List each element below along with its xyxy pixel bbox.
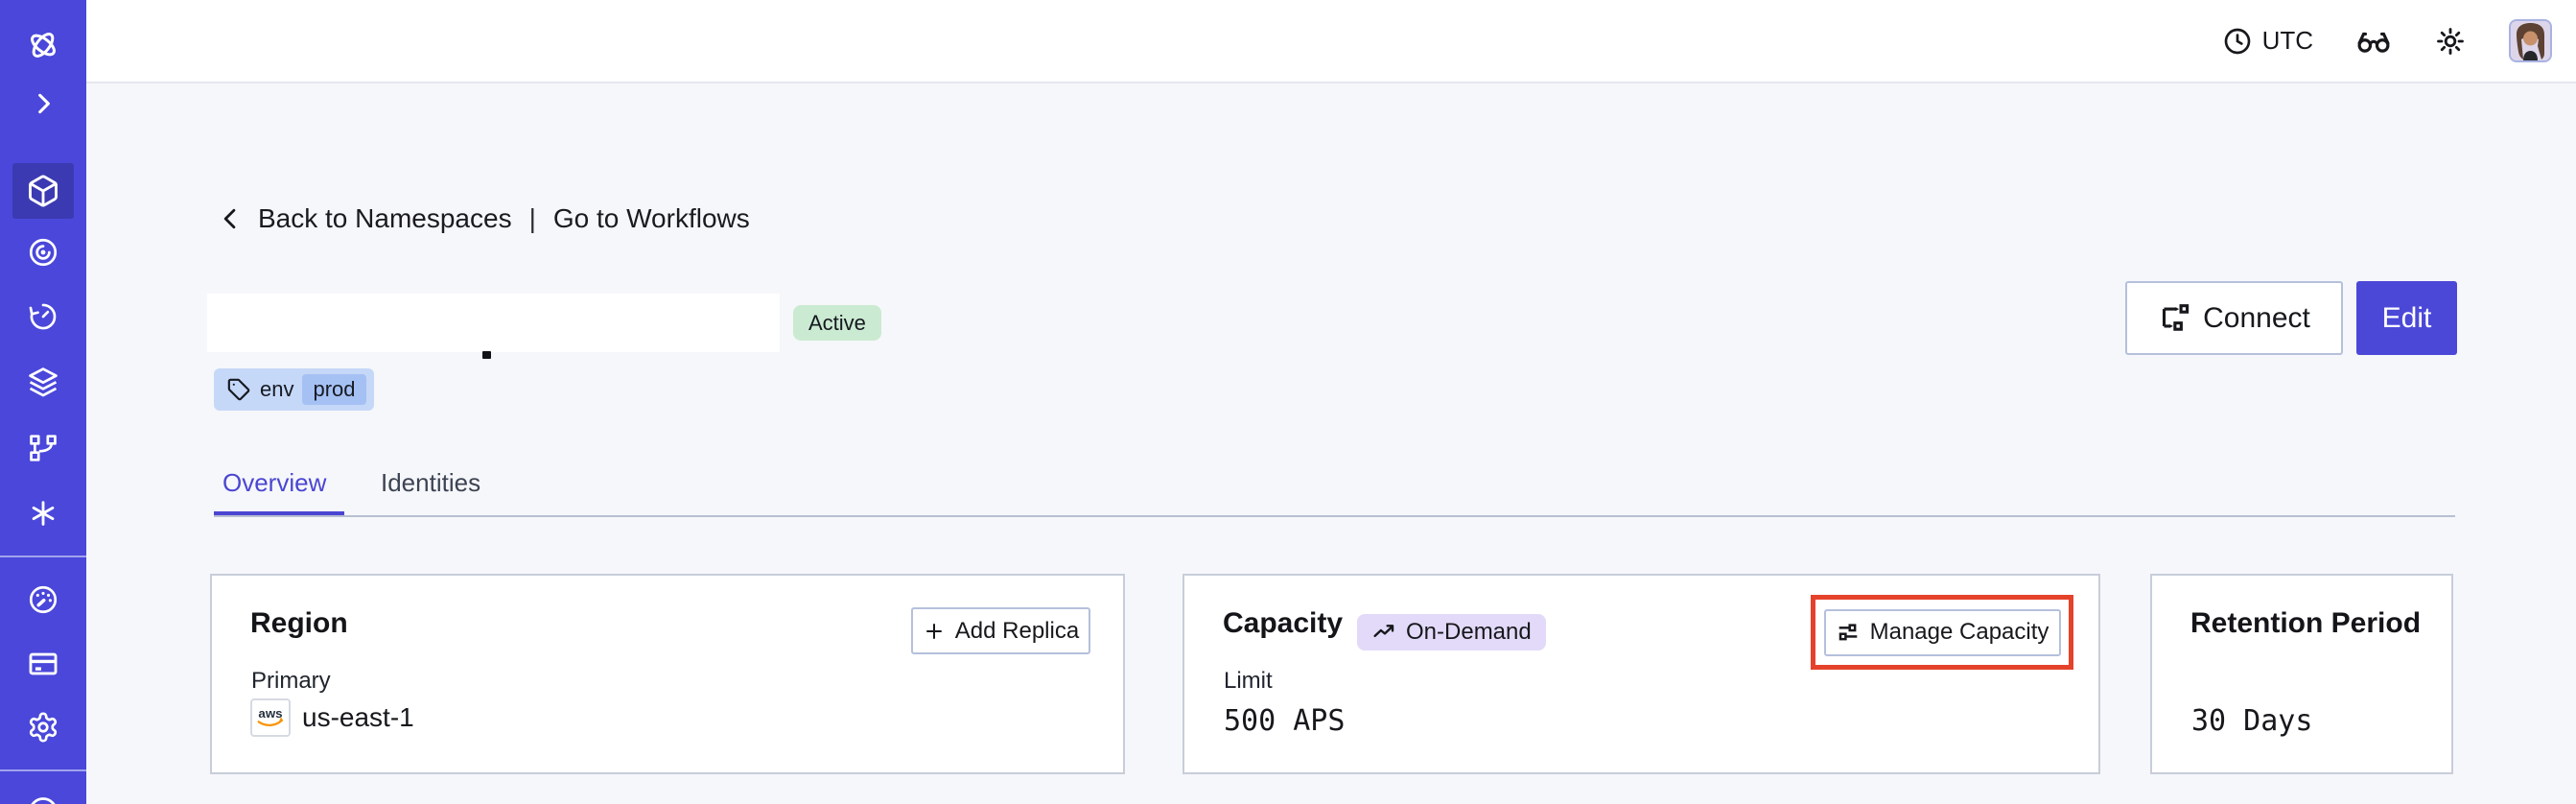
connect-button-label: Connect bbox=[2203, 301, 2310, 334]
connect-flow-icon bbox=[2163, 303, 2190, 331]
back-to-namespaces-link[interactable]: Back to Namespaces bbox=[258, 203, 512, 233]
capacity-limit-value: 500 APS bbox=[1224, 704, 1346, 738]
tag-icon bbox=[227, 378, 250, 401]
on-demand-label: On-Demand bbox=[1406, 619, 1532, 645]
limit-label: Limit bbox=[1224, 668, 1273, 694]
theme-toggle[interactable] bbox=[2434, 25, 2467, 58]
region-card-title: Region bbox=[250, 607, 348, 639]
user-avatar[interactable] bbox=[2509, 19, 2552, 62]
manage-capacity-label: Manage Capacity bbox=[1869, 619, 2049, 645]
primary-label: Primary bbox=[251, 668, 331, 694]
svg-text:aws: aws bbox=[258, 706, 282, 721]
sidebar-item-deployments[interactable] bbox=[27, 366, 59, 398]
chevron-right-icon bbox=[38, 93, 50, 114]
gauge-icon bbox=[29, 585, 58, 614]
capacity-card-title: Capacity bbox=[1223, 607, 1344, 639]
add-replica-button[interactable]: Add Replica bbox=[911, 607, 1090, 654]
breadcrumb: Back to Namespaces | Go to Workflows bbox=[218, 203, 750, 234]
glasses-icon bbox=[2357, 32, 2390, 53]
plus-icon bbox=[925, 623, 942, 639]
tab-identities[interactable]: Identities bbox=[381, 468, 481, 497]
connect-button[interactable]: Connect bbox=[2125, 281, 2343, 355]
sidebar-item-support[interactable] bbox=[26, 794, 60, 804]
timezone-label: UTC bbox=[2261, 26, 2313, 55]
active-tab-underline bbox=[214, 511, 344, 516]
temporal-logo-icon bbox=[31, 33, 56, 58]
trending-up-icon bbox=[1373, 624, 1394, 637]
tag-value: prod bbox=[302, 374, 366, 405]
sidebar-divider bbox=[0, 556, 86, 557]
manage-capacity-button[interactable]: Manage Capacity bbox=[1823, 608, 2061, 656]
sidebar-item-workflows[interactable] bbox=[27, 236, 59, 269]
branch-icon bbox=[30, 435, 57, 461]
sidebar-expand-button[interactable] bbox=[28, 88, 59, 119]
namespace-name-redaction-box bbox=[207, 294, 780, 352]
region-card: Region Add Replica Primary aws us-east-1 bbox=[210, 574, 1125, 774]
on-demand-badge: On-Demand bbox=[1357, 614, 1546, 650]
chevron-left-icon[interactable] bbox=[218, 205, 245, 232]
tabs-divider-line bbox=[214, 515, 2455, 517]
top-bar: UTC bbox=[86, 0, 2576, 83]
status-badge: Active bbox=[793, 305, 881, 341]
layers-icon bbox=[29, 367, 58, 397]
avatar-image bbox=[2511, 21, 2550, 60]
sidebar-item-schedules[interactable] bbox=[27, 300, 59, 333]
sidebar bbox=[0, 0, 86, 804]
namespace-tag: env prod bbox=[214, 368, 374, 411]
labs-toggle[interactable] bbox=[2355, 23, 2392, 59]
retention-card-title: Retention Period bbox=[2190, 607, 2422, 639]
add-replica-label: Add Replica bbox=[954, 617, 1080, 644]
sidebar-divider bbox=[0, 769, 86, 771]
region-value: us-east-1 bbox=[302, 702, 414, 732]
highlight-annotation-box: Manage Capacity bbox=[1811, 595, 2073, 670]
region-value-row: aws us-east-1 bbox=[250, 698, 414, 737]
aws-logo-icon: aws bbox=[257, 706, 284, 726]
timezone-selector[interactable]: UTC bbox=[2222, 26, 2313, 57]
status-badge-label: Active bbox=[808, 310, 866, 335]
aws-logo: aws bbox=[250, 698, 291, 737]
retention-value: 30 Days bbox=[2191, 704, 2313, 738]
sidebar-item-settings[interactable] bbox=[27, 711, 59, 744]
tab-overview[interactable]: Overview bbox=[222, 468, 327, 497]
sidebar-item-namespaces[interactable] bbox=[26, 174, 60, 208]
timer-icon bbox=[29, 303, 57, 330]
redaction-artifact-dot bbox=[482, 351, 491, 359]
sidebar-item-usage[interactable] bbox=[27, 583, 59, 616]
sidebar-item-billing[interactable] bbox=[27, 648, 59, 680]
sidebar-item-nexus[interactable] bbox=[27, 432, 59, 464]
breadcrumb-separator: | bbox=[528, 203, 536, 233]
sidebar-item-batch[interactable] bbox=[27, 497, 59, 530]
clock-icon bbox=[2224, 28, 2250, 54]
sliders-icon bbox=[1838, 624, 1857, 641]
circle-icon bbox=[31, 797, 56, 804]
edit-button-label: Edit bbox=[2381, 301, 2432, 334]
capacity-card: Capacity On-Demand Manage Capacity Limit… bbox=[1183, 574, 2100, 774]
sun-icon bbox=[2437, 27, 2464, 55]
gear-icon bbox=[29, 712, 58, 743]
edit-button[interactable]: Edit bbox=[2356, 281, 2457, 355]
credit-card-icon bbox=[29, 652, 58, 675]
iris-icon bbox=[29, 238, 58, 267]
temporal-logo[interactable] bbox=[25, 27, 61, 63]
go-to-workflows-link[interactable]: Go to Workflows bbox=[552, 203, 750, 233]
cube-icon bbox=[29, 175, 58, 207]
retention-card: Retention Period 30 Days bbox=[2150, 574, 2453, 774]
tag-key: env bbox=[260, 377, 294, 401]
asterisk-icon bbox=[32, 501, 55, 526]
